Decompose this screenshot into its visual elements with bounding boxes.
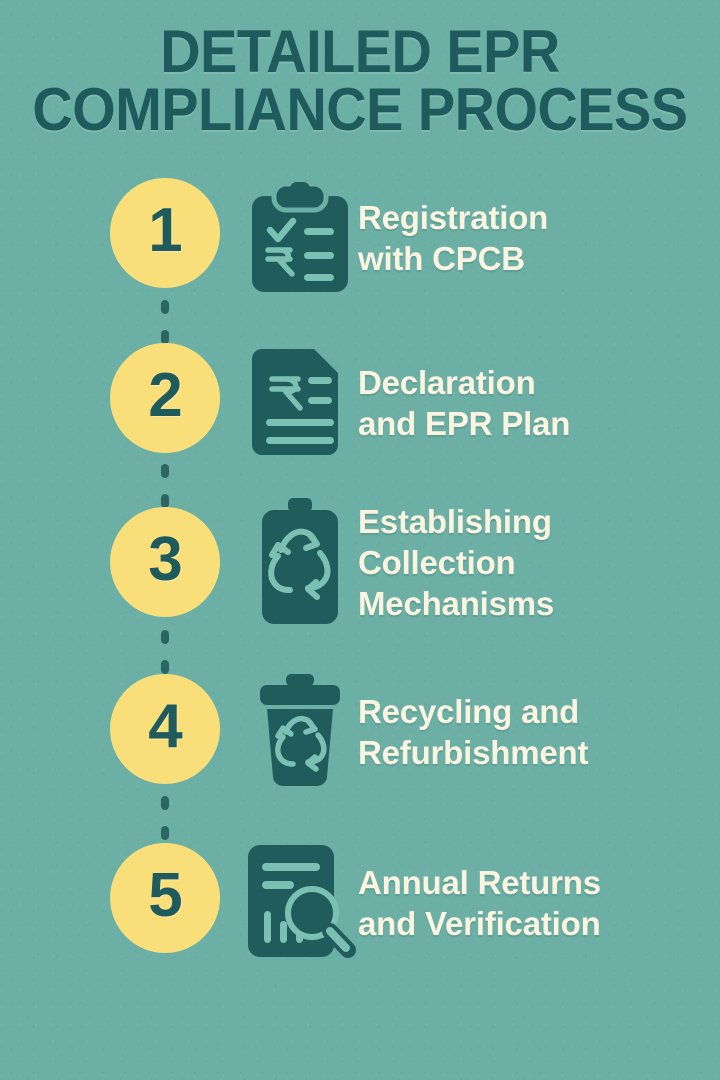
step-number-2: 2 — [148, 361, 182, 430]
step-label-5: Annual Returns and Verification — [358, 862, 703, 944]
step-item-4[interactable]: 4 Recycling and Refurbishment — [0, 672, 720, 792]
page-title: DETAILED EPR COMPLIANCE PROCESS — [25, 18, 695, 143]
dash — [161, 464, 169, 478]
connector-1-2 — [161, 300, 169, 344]
step-label-3-line-2: Collection — [358, 543, 516, 581]
step-number-4: 4 — [148, 692, 182, 761]
step-label-3: Establishing Collection Mechanisms — [358, 501, 703, 624]
step-label-4-line-2: Refurbishment — [358, 734, 589, 771]
dash — [161, 796, 169, 810]
step-number-badge-4: 4 — [110, 674, 220, 784]
step-number-1: 1 — [148, 196, 182, 265]
step-label-2-line-2: and EPR Plan — [358, 405, 571, 442]
step-label-1: Registration with CPCB — [358, 197, 703, 279]
title-line-1: DETAILED EPR — [160, 18, 560, 85]
step-number-badge-5: 5 — [110, 843, 220, 953]
connector-4-5 — [161, 796, 169, 840]
step-icon-3 — [240, 498, 360, 624]
step-icon-4 — [240, 672, 360, 792]
dash — [161, 494, 169, 508]
dash — [161, 300, 169, 314]
step-label-2: Declaration and EPR Plan — [358, 362, 703, 444]
step-icon-5 — [240, 843, 360, 963]
step-item-1[interactable]: 1 Registration with CPCB — [0, 178, 720, 298]
battery-recycle-icon — [262, 498, 338, 624]
connector-2-3 — [161, 464, 169, 508]
report-magnifier-icon — [248, 845, 356, 958]
dash — [161, 630, 169, 644]
step-number-badge-2: 2 — [110, 343, 220, 453]
step-label-5-line-1: Annual Returns — [358, 864, 601, 901]
step-number-5: 5 — [148, 861, 182, 930]
step-number-3: 3 — [148, 525, 182, 594]
step-label-4-line-1: Recycling and — [358, 693, 580, 730]
step-label-2-line-1: Declaration — [358, 364, 536, 401]
step-label-3-line-3: Mechanisms — [358, 584, 555, 622]
step-label-1-line-1: Registration — [358, 199, 549, 236]
step-number-badge-1: 1 — [110, 178, 220, 288]
step-label-4: Recycling and Refurbishment — [358, 691, 703, 773]
step-label-5-line-2: and Verification — [358, 905, 601, 942]
clipboard-checklist-rupee-icon — [252, 182, 348, 292]
step-label-3-line-1: Establishing — [358, 502, 552, 540]
step-item-2[interactable]: 2 Declaration and EPR Plan — [0, 343, 720, 463]
step-number-badge-3: 3 — [110, 507, 220, 617]
dash — [161, 660, 169, 674]
step-icon-1 — [240, 178, 360, 298]
step-label-1-line-2: with CPCB — [358, 240, 525, 277]
step-icon-2 — [240, 343, 360, 463]
step-item-5[interactable]: 5 Annual Returns and Verification — [0, 843, 720, 963]
document-rupee-icon — [252, 349, 338, 455]
trash-bin-recycle-icon — [260, 674, 340, 787]
dash — [161, 826, 169, 840]
title-line-2: COMPLIANCE PROCESS — [32, 76, 688, 143]
connector-3-4 — [161, 630, 169, 674]
step-item-3[interactable]: 3 Establishing Collection Mechanisms — [0, 498, 720, 624]
dash — [161, 330, 169, 344]
